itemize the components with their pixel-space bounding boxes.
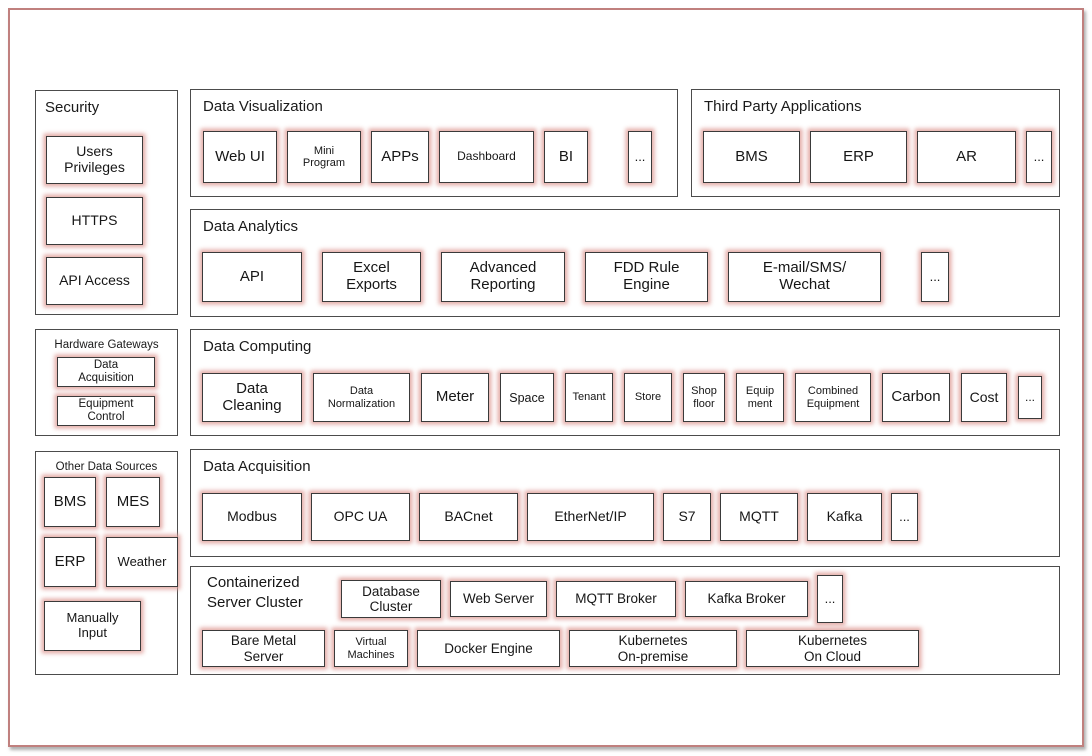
box-bi: BI <box>544 131 588 183</box>
box-ods-erp: ERP <box>44 537 96 587</box>
other-sources-row1: BMS MES <box>36 477 177 527</box>
section-title-security: Security <box>45 99 100 116</box>
box-docker-engine: Docker Engine <box>417 630 560 667</box>
other-sources-row2: ERP Weather <box>36 537 178 587</box>
section-title-third-party: Third Party Applications <box>704 98 862 115</box>
box-virtual-machines: Virtual Machines <box>334 630 408 667</box>
box-mini-program: Mini Program <box>287 131 361 183</box>
box-bacnet: BACnet <box>419 493 518 541</box>
box-kubernetes-on-premise: Kubernetes On-premise <box>569 630 737 667</box>
box-hg-data-acquisition: Data Acquisition <box>57 357 155 387</box>
box-store: Store <box>624 373 672 422</box>
box-manually-input: Manually Input <box>44 601 141 651</box>
section-data-computing: Data Computing Data Cleaning Data Normal… <box>190 329 1060 436</box>
box-ods-bms: BMS <box>44 477 96 527</box>
box-ods-mes: MES <box>106 477 160 527</box>
box-database-cluster: Database Cluster <box>341 580 441 618</box>
section-data-visualization: Data Visualization Web UI Mini Program A… <box>190 89 678 197</box>
box-cost: Cost <box>961 373 1007 422</box>
section-title-other-data-sources: Other Data Sources <box>55 461 158 473</box>
box-computing-more: ... <box>1018 376 1042 419</box>
section-title-data-visualization: Data Visualization <box>203 98 323 115</box>
hardware-gateways-items: Data Acquisition Equipment Control <box>57 357 177 426</box>
box-cluster-more: ... <box>817 575 843 623</box>
box-web-server: Web Server <box>450 581 547 617</box>
section-third-party: Third Party Applications BMS ERP AR ... <box>691 89 1060 197</box>
box-weather: Weather <box>106 537 178 587</box>
box-mqtt: MQTT <box>720 493 798 541</box>
data-computing-items: Data Cleaning Data Normalization Meter S… <box>191 373 1059 422</box>
server-cluster-row1: Containerized Server Cluster Database Cl… <box>191 573 1059 623</box>
box-tp-erp: ERP <box>810 131 907 183</box>
section-other-data-sources: Other Data Sources BMS MES ERP Weather M… <box>35 451 178 675</box>
section-title-data-acquisition: Data Acquisition <box>203 458 311 475</box>
box-web-ui: Web UI <box>203 131 277 183</box>
box-kafka: Kafka <box>807 493 882 541</box>
box-tp-bms: BMS <box>703 131 800 183</box>
box-space: Space <box>500 373 554 422</box>
server-cluster-row2: Bare Metal Server Virtual Machines Docke… <box>191 630 1059 667</box>
box-data-cleaning: Data Cleaning <box>202 373 302 422</box>
section-hardware-gateways: Hardware Gateways Data Acquisition Equip… <box>35 329 178 436</box>
section-title-hardware-gateways: Hardware Gateways <box>54 339 159 351</box>
section-server-cluster: Containerized Server Cluster Database Cl… <box>190 566 1060 675</box>
box-carbon: Carbon <box>882 373 950 422</box>
box-kafka-broker: Kafka Broker <box>685 581 808 617</box>
box-shop-floor: Shop floor <box>683 373 725 422</box>
box-analytics-more: ... <box>921 252 949 302</box>
box-kubernetes-on-cloud: Kubernetes On Cloud <box>746 630 919 667</box>
box-users-privileges: Users Privileges <box>46 136 143 184</box>
box-api: API <box>202 252 302 302</box>
box-modbus: Modbus <box>202 493 302 541</box>
box-equipment-control: Equipment Control <box>57 396 155 426</box>
data-analytics-items: API Excel Exports Advanced Reporting FDD… <box>191 252 1059 302</box>
section-title-server-cluster: Containerized Server Cluster <box>207 574 303 611</box>
box-acquisition-more: ... <box>891 493 918 541</box>
box-meter: Meter <box>421 373 489 422</box>
security-items: Users Privileges HTTPS API Access <box>46 136 177 305</box>
section-data-analytics: Data Analytics API Excel Exports Advance… <box>190 209 1060 317</box>
box-excel-exports: Excel Exports <box>322 252 421 302</box>
box-dashboard: Dashboard <box>439 131 534 183</box>
box-https: HTTPS <box>46 197 143 245</box>
box-third-party-more: ... <box>1026 131 1052 183</box>
section-data-acquisition: Data Acquisition Modbus OPC UA BACnet Et… <box>190 449 1060 557</box>
box-equipment: Equip ment <box>736 373 784 422</box>
box-ethernet-ip: EtherNet/IP <box>527 493 654 541</box>
box-tenant: Tenant <box>565 373 613 422</box>
box-mqtt-broker: MQTT Broker <box>556 581 676 617</box>
box-data-normalization: Data Normalization <box>313 373 410 422</box>
box-email-sms-wechat: E-mail/SMS/ Wechat <box>728 252 881 302</box>
box-tp-ar: AR <box>917 131 1016 183</box>
box-combined-equipment: Combined Equipment <box>795 373 871 422</box>
box-bare-metal-server: Bare Metal Server <box>202 630 325 667</box>
box-advanced-reporting: Advanced Reporting <box>441 252 565 302</box>
box-api-access: API Access <box>46 257 143 305</box>
box-opc-ua: OPC UA <box>311 493 410 541</box>
box-fdd-rule-engine: FDD Rule Engine <box>585 252 708 302</box>
section-security: Security Users Privileges HTTPS API Acce… <box>35 90 178 315</box>
third-party-items: BMS ERP AR ... <box>692 131 1059 183</box>
box-apps: APPs <box>371 131 429 183</box>
data-acquisition-items: Modbus OPC UA BACnet EtherNet/IP S7 MQTT… <box>191 493 1059 541</box>
section-title-data-computing: Data Computing <box>203 338 312 355</box>
box-visualization-more: ... <box>628 131 652 183</box>
box-s7: S7 <box>663 493 711 541</box>
data-visualization-items: Web UI Mini Program APPs Dashboard BI ..… <box>191 131 677 183</box>
section-title-data-analytics: Data Analytics <box>203 218 299 235</box>
